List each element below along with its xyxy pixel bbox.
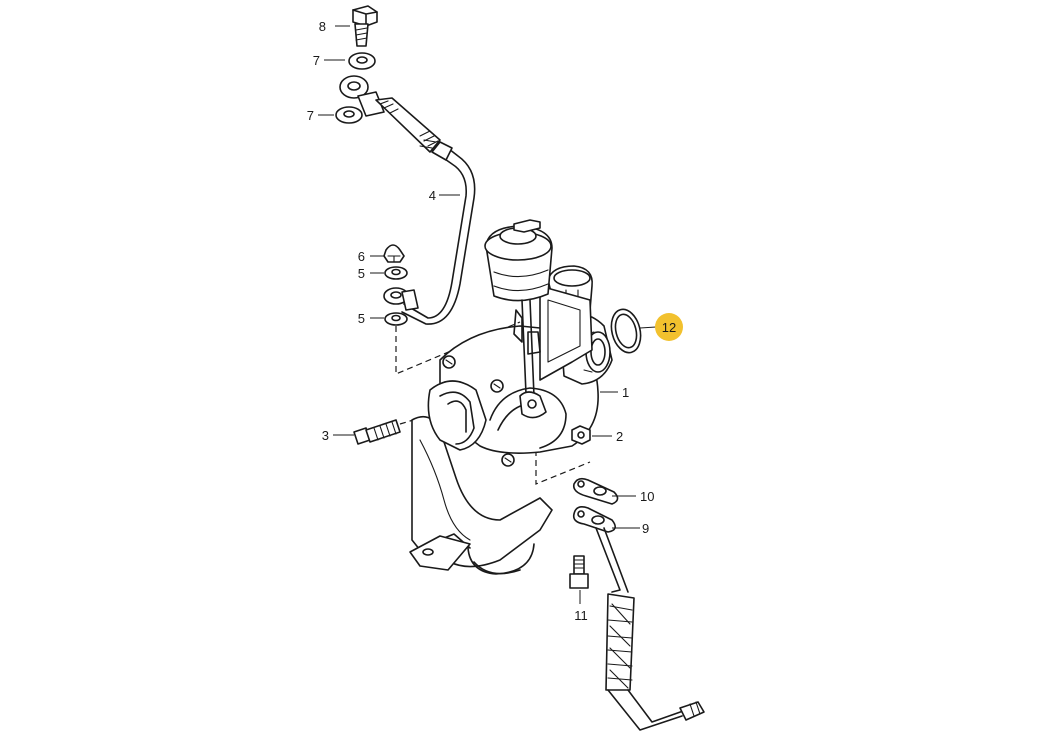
- callout-labels: 8 7 7 4 6 5 5 3 12 1 2 10 9 11: [307, 19, 683, 623]
- callout-7-top: 7: [313, 53, 320, 68]
- part-washer-upper: [384, 266, 408, 280]
- part-oil-supply-line: [339, 75, 476, 325]
- part-sealing-washer-top: [348, 52, 376, 70]
- part-o-ring: [610, 308, 642, 354]
- callout-12-highlight: 12: [655, 313, 683, 341]
- part-oil-return-line: [572, 506, 705, 731]
- callout-9: 9: [642, 521, 649, 536]
- callout-3: 3: [322, 428, 329, 443]
- part-stud-bolt: [569, 555, 589, 589]
- part-gasket: [572, 477, 619, 505]
- callout-5-bottom: 5: [358, 311, 365, 326]
- callout-6: 6: [358, 249, 365, 264]
- part-nut: [571, 425, 591, 445]
- part-cap-nut: [383, 244, 405, 263]
- callout-1: 1: [622, 385, 629, 400]
- callout-5-top: 5: [358, 266, 365, 281]
- callout-4: 4: [429, 188, 436, 203]
- callout-12: 12: [662, 320, 676, 335]
- part-washer-lower: [384, 312, 408, 326]
- highlight-circle: [655, 313, 683, 341]
- part-turbocharger: [409, 219, 613, 575]
- callout-7-bottom: 7: [307, 108, 314, 123]
- callout-8: 8: [319, 19, 326, 34]
- callout-10: 10: [640, 489, 654, 504]
- part-sealing-washer-bottom: [335, 106, 363, 124]
- callout-11: 11: [574, 608, 588, 623]
- callout-2: 2: [616, 429, 623, 444]
- leader-lines: [318, 25, 657, 604]
- part-bolt: [353, 419, 401, 445]
- part-banjo-bolt: [352, 5, 378, 47]
